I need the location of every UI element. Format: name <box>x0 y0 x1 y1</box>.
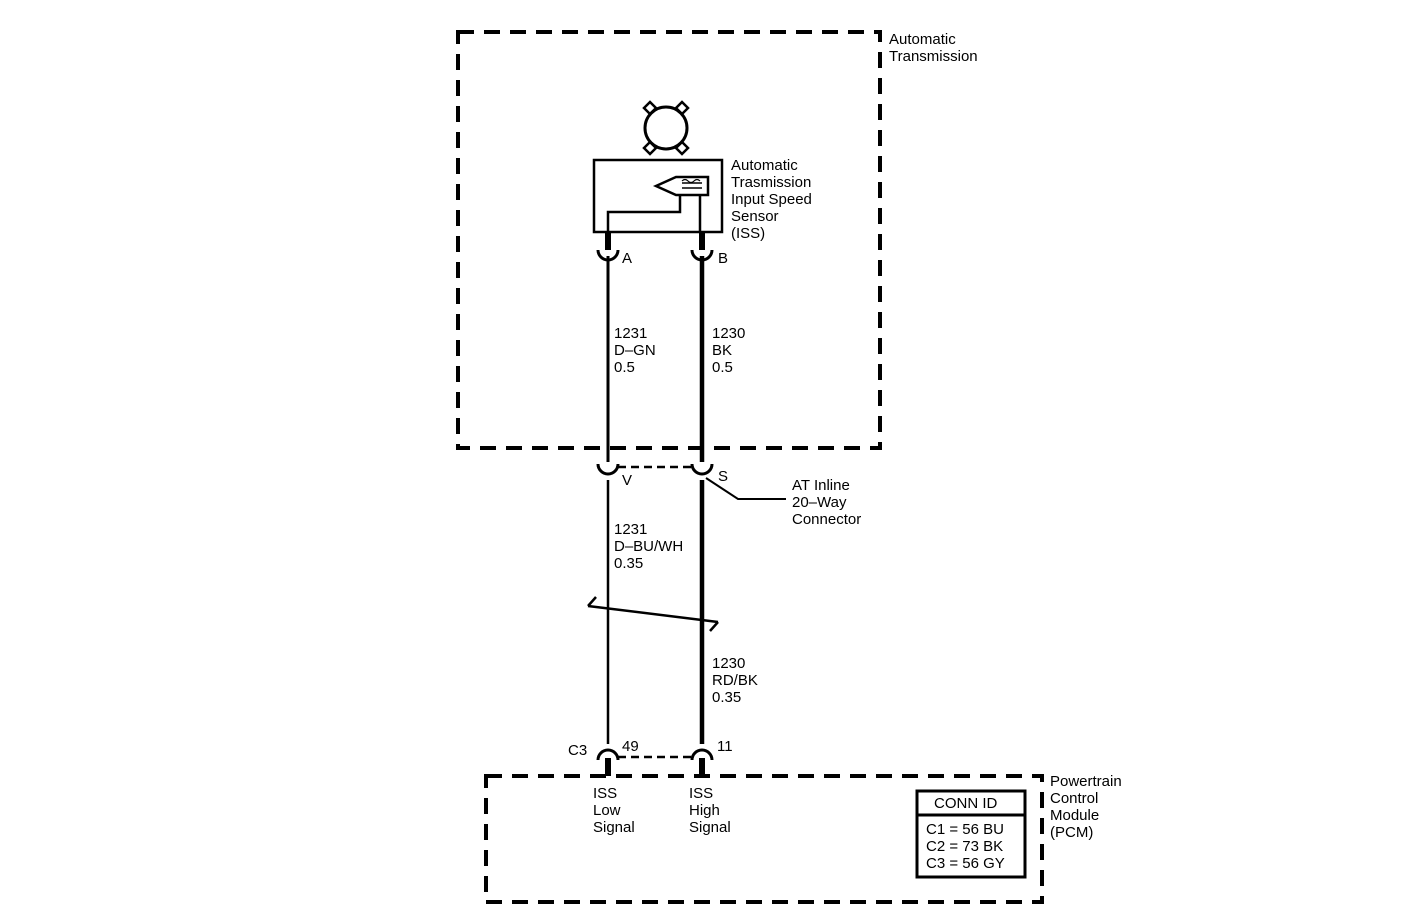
pin-s-symbol <box>690 463 714 476</box>
pcm-title-line1: Powertrain <box>1050 773 1122 790</box>
iss-high-signal-line1: ISS <box>689 785 713 802</box>
pin-v-label: V <box>622 472 632 489</box>
wire-right-lower-gauge: 0.35 <box>712 689 741 706</box>
pin-49-symbol <box>596 748 620 761</box>
pin-b-symbol <box>690 249 714 262</box>
pin-v-symbol <box>596 463 620 476</box>
iss-high-signal-line2: High <box>689 802 720 819</box>
sensor-element-icon <box>606 175 710 232</box>
sensor-name-line1: Automatic <box>731 157 798 174</box>
pin-11-label: 11 <box>717 738 733 755</box>
wire-right-upper-color: BK <box>712 342 732 359</box>
sensor-name-line2: Trasmission <box>731 174 811 191</box>
wire-left-lower-color: D–BU/WH <box>614 538 683 555</box>
wire-right-lower-circuit: 1230 <box>712 655 745 672</box>
inline-connector-label-line1: AT Inline <box>792 477 850 494</box>
sensor-name-line3: Input Speed <box>731 191 812 208</box>
twisted-pair-marker <box>587 596 719 632</box>
wire-right-upper-circuit: 1230 <box>712 325 745 342</box>
inline-connector-label-line3: Connector <box>792 511 861 528</box>
wire-left-upper-circuit: 1231 <box>614 325 647 342</box>
pin-a-symbol <box>596 249 620 262</box>
conn-id-row-c3: C3 = 56 GY <box>926 855 1005 872</box>
pin-b-label: B <box>718 250 728 267</box>
pin-11-symbol <box>690 748 714 761</box>
conn-id-header: CONN ID <box>934 795 998 812</box>
pcm-title-line4: (PCM) <box>1050 824 1093 841</box>
pin-a-label: A <box>622 250 632 267</box>
wire-left-upper-gauge: 0.5 <box>614 359 635 376</box>
iss-low-signal-line1: ISS <box>593 785 617 802</box>
conn-id-row-c1: C1 = 56 BU <box>926 821 1004 838</box>
wire-left-lower-gauge: 0.35 <box>614 555 643 572</box>
iss-low-signal-line3: Signal <box>593 819 635 836</box>
conn-id-table <box>915 789 1027 879</box>
wire-left-lower-circuit: 1231 <box>614 521 647 538</box>
transmission-title-line2: Transmission <box>889 48 978 65</box>
transmission-boundary <box>456 30 882 450</box>
wire-right-upper-gauge: 0.5 <box>712 359 733 376</box>
sensor-name-line5: (ISS) <box>731 225 765 242</box>
pin-s-label: S <box>718 468 728 485</box>
sensor-icon <box>642 100 690 156</box>
transmission-title-line1: Automatic <box>889 31 956 48</box>
inline-connector-label-line2: 20–Way <box>792 494 847 511</box>
wire-right-lower-color: RD/BK <box>712 672 758 689</box>
iss-low-signal-line2: Low <box>593 802 621 819</box>
iss-high-signal-line3: Signal <box>689 819 731 836</box>
sensor-name-line4: Sensor <box>731 208 779 225</box>
pin-49-label: 49 <box>622 738 639 755</box>
conn-id-row-c2: C2 = 73 BK <box>926 838 1003 855</box>
sensor-box <box>592 158 724 234</box>
pcm-title-line3: Module <box>1050 807 1099 824</box>
pcm-title-line2: Control <box>1050 790 1098 807</box>
pcm-connector-id: C3 <box>568 742 587 759</box>
pcm-boundary <box>484 774 1044 904</box>
wire-left-upper-color: D–GN <box>614 342 656 359</box>
inline-connector-leader <box>705 477 786 500</box>
